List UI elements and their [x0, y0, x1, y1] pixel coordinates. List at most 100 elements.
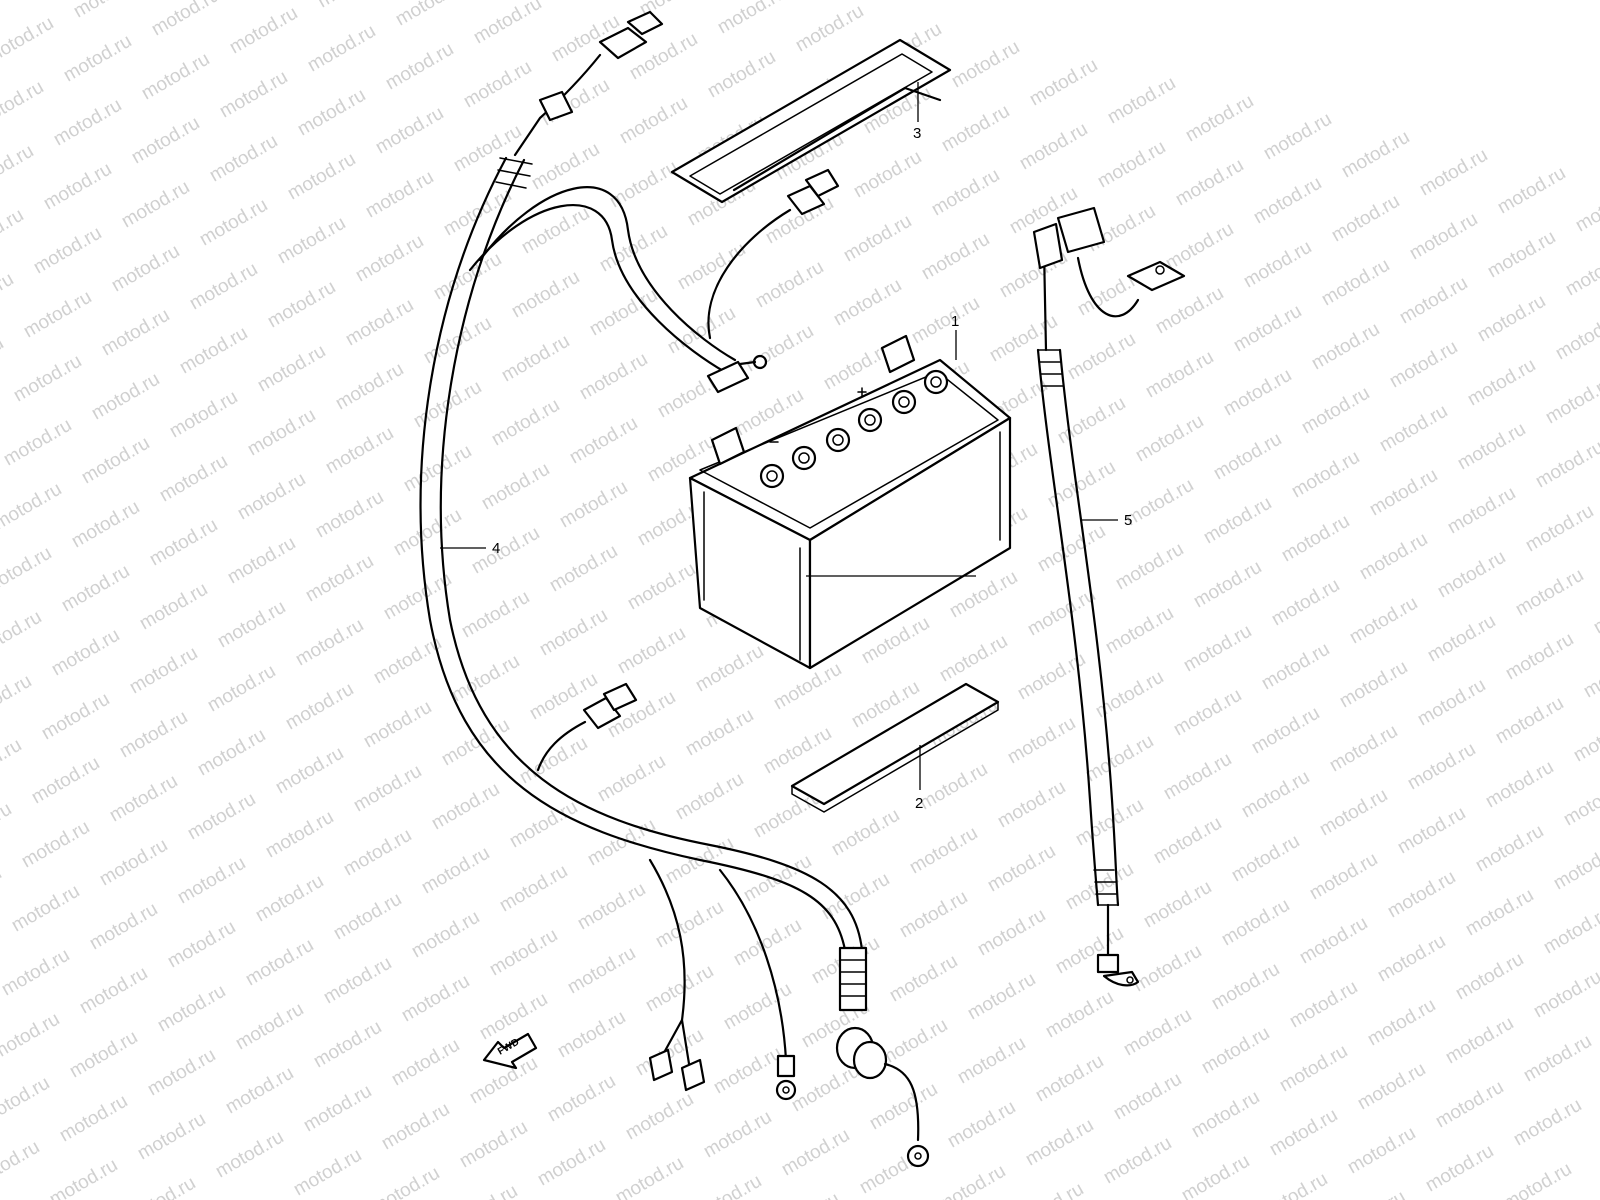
- watermark-text: motod.ru: [1474, 291, 1549, 347]
- watermark-text: motod.ru: [1384, 867, 1459, 923]
- watermark-text: motod.ru: [300, 1081, 375, 1137]
- watermark-text: motod.ru: [244, 405, 319, 461]
- watermark-text: motod.ru: [176, 323, 251, 379]
- watermark-text: motod.ru: [1268, 575, 1343, 631]
- watermark-text: motod.ru: [390, 505, 465, 561]
- watermark-text: motod.ru: [624, 559, 699, 615]
- watermark-text: motod.ru: [0, 141, 37, 197]
- watermark-text: motod.ru: [0, 333, 7, 389]
- watermark-text: motod.ru: [124, 1173, 199, 1200]
- watermark-text: motod.ru: [1364, 995, 1439, 1051]
- watermark-text: motod.ru: [720, 979, 795, 1035]
- watermark-text: motod.ru: [38, 689, 113, 745]
- watermark-text: motod.ru: [576, 349, 651, 405]
- watermark-text: motod.ru: [1278, 511, 1353, 567]
- callout-3: 3: [913, 125, 921, 142]
- watermark-text: motod.ru: [1112, 539, 1187, 595]
- watermark-text: motod.ru: [320, 953, 395, 1009]
- watermark-text: motod.ru: [1210, 429, 1285, 485]
- watermark-text: motod.ru: [1024, 585, 1099, 641]
- watermark-text: motod.ru: [40, 159, 115, 215]
- watermark-text: motod.ru: [408, 907, 483, 963]
- watermark-text: motod.ru: [0, 205, 27, 261]
- watermark-text: motod.ru: [0, 77, 47, 133]
- watermark-text: motod.ru: [1502, 629, 1577, 685]
- watermark-text: motod.ru: [378, 1099, 453, 1155]
- watermark-text: motod.ru: [664, 303, 739, 359]
- watermark-text: motod.ru: [1354, 1059, 1429, 1115]
- watermark-text: motod.ru: [224, 533, 299, 589]
- watermark-text: motod.ru: [896, 887, 971, 943]
- watermark-text: motod.ru: [1374, 931, 1449, 987]
- watermark-text: motod.ru: [1338, 127, 1413, 183]
- watermark-text: motod.ru: [574, 879, 649, 935]
- watermark-text: motod.ru: [1424, 611, 1499, 667]
- watermark-text: motod.ru: [1386, 337, 1461, 393]
- watermark-text: motod.ru: [88, 369, 163, 425]
- spacer: [790, 682, 1000, 813]
- watermark-text: motod.ru: [1140, 877, 1215, 933]
- watermark-text: motod.ru: [498, 331, 573, 387]
- watermark-text: motod.ru: [908, 293, 983, 349]
- watermark-text: motod.ru: [420, 313, 495, 369]
- watermark-text: motod.ru: [928, 165, 1003, 221]
- watermark-text: motod.ru: [1230, 301, 1305, 357]
- watermark-text: motod.ru: [212, 1127, 287, 1183]
- watermark-text: motod.ru: [1344, 1123, 1419, 1179]
- watermark-text: motod.ru: [252, 871, 327, 927]
- watermark-text: motod.ru: [954, 1033, 1029, 1089]
- watermark-text: motod.ru: [1248, 703, 1323, 759]
- watermark-text: motod.ru: [1560, 775, 1600, 831]
- watermark-text: motod.ru: [534, 1135, 609, 1191]
- watermark-text: motod.ru: [740, 851, 815, 907]
- watermark-text: motod.ru: [788, 1061, 863, 1117]
- watermark-text: motod.ru: [1336, 657, 1411, 713]
- arrow-left-icon: [482, 1032, 538, 1070]
- watermark-text: motod.ru: [86, 899, 161, 955]
- watermark-text: motod.ru: [138, 49, 213, 105]
- watermark-text: motod.ru: [1132, 411, 1207, 467]
- watermark-text: motod.ru: [1482, 757, 1557, 813]
- watermark-text: motod.ru: [1094, 137, 1169, 193]
- watermark-text: motod.ru: [156, 451, 231, 507]
- watermark-text: motod.ru: [310, 1017, 385, 1073]
- watermark-text: motod.ru: [1334, 1187, 1409, 1200]
- watermark-text: motod.ru: [1454, 419, 1529, 475]
- watermark-text: motod.ru: [1162, 219, 1237, 275]
- watermark-text: motod.ru: [1286, 977, 1361, 1033]
- watermark-text: motod.ru: [1256, 1169, 1331, 1200]
- watermark-text: motod.ru: [1366, 465, 1441, 521]
- watermark-text: motod.ru: [1218, 895, 1293, 951]
- watermark-text: motod.ru: [78, 433, 153, 489]
- watermark-text: motod.ru: [400, 441, 475, 497]
- watermark-text: motod.ru: [1044, 457, 1119, 513]
- watermark-text: motod.ru: [1152, 283, 1227, 339]
- watermark-text: motod.ru: [254, 341, 329, 397]
- watermark-text: motod.ru: [1104, 73, 1179, 129]
- watermark-text: motod.ru: [536, 605, 611, 661]
- watermark-text: motod.ru: [206, 131, 281, 187]
- watermark-text: motod.ru: [20, 287, 95, 343]
- watermark-text: motod.ru: [1296, 913, 1371, 969]
- watermark-text: motod.ru: [0, 479, 65, 535]
- watermark-text: motod.ru: [70, 0, 145, 22]
- watermark-text: motod.ru: [1142, 347, 1217, 403]
- watermark-text: motod.ru: [146, 515, 221, 571]
- watermark-text: motod.ru: [704, 47, 779, 103]
- watermark-text: motod.ru: [1188, 1087, 1263, 1143]
- watermark-text: motod.ru: [50, 95, 125, 151]
- watermark-text: motod.ru: [1416, 145, 1491, 201]
- watermark-text: motod.ru: [830, 275, 905, 331]
- watermark-text: motod.ru: [476, 989, 551, 1045]
- callout-1: 1: [951, 313, 959, 330]
- watermark-text: motod.ru: [1306, 849, 1381, 905]
- watermark-text: motod.ru: [0, 671, 35, 727]
- watermark-text: motod.ru: [606, 157, 681, 213]
- watermark-text: motod.ru: [126, 643, 201, 699]
- watermark-text: motod.ru: [1032, 1051, 1107, 1107]
- watermark-text: motod.ru: [282, 679, 357, 735]
- watermark-text: motod.ru: [1260, 109, 1335, 165]
- watermark-text: motod.ru: [194, 725, 269, 781]
- watermark-text: motod.ru: [164, 917, 239, 973]
